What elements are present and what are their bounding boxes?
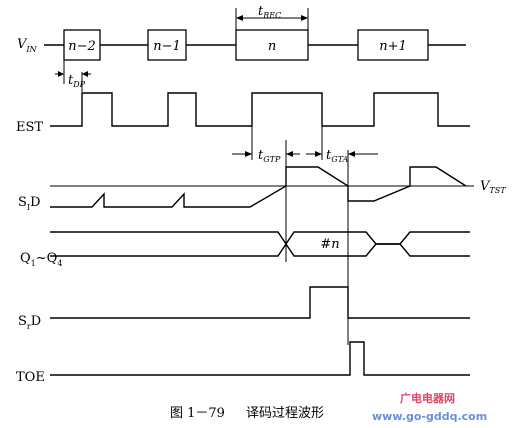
- srd-waveform: [50, 286, 470, 319]
- data-block-n: [235, 29, 309, 61]
- data-block-label: n: [268, 39, 276, 54]
- q-bus-waveform: [50, 231, 470, 257]
- est-label: EST: [16, 120, 43, 135]
- vin-label: VIN: [17, 37, 38, 54]
- est-waveform: [50, 92, 470, 127]
- tdp-dimension: [55, 60, 91, 92]
- tgtp-label: tGTP: [258, 148, 281, 164]
- figure-number: 图 1－79: [170, 406, 225, 421]
- toe-label: TOE: [16, 370, 45, 385]
- sid-waveform: [50, 166, 467, 208]
- tgta-label: tGTA: [326, 148, 349, 164]
- data-block-label: n−1: [153, 39, 181, 54]
- watermark-top: 广电电器网: [400, 391, 455, 405]
- srd-label: SrD: [18, 314, 41, 331]
- watermark-bottom: www.go-gddq.com: [372, 410, 487, 423]
- figure-title: 译码过程波形: [246, 406, 324, 421]
- data-block-n-minus-2: [63, 29, 101, 61]
- bus-value-label: #n: [320, 237, 339, 252]
- vtst-label: VTST: [480, 179, 506, 195]
- sid-label: SID: [18, 195, 41, 212]
- q-label: Q1~Q4: [20, 251, 62, 268]
- data-block-label: n−2: [68, 39, 96, 54]
- data-block-n-minus-1: [147, 29, 187, 61]
- data-block-n-plus-1: [357, 29, 429, 61]
- tdp-label: tDP: [68, 73, 86, 89]
- vin-waveform: [44, 29, 466, 61]
- tgtp-dimension: [232, 126, 300, 262]
- trec-label: tREC: [258, 4, 281, 20]
- trec-dimension: [235, 8, 309, 30]
- data-block-label: n+1: [379, 39, 407, 54]
- toe-waveform: [50, 341, 470, 376]
